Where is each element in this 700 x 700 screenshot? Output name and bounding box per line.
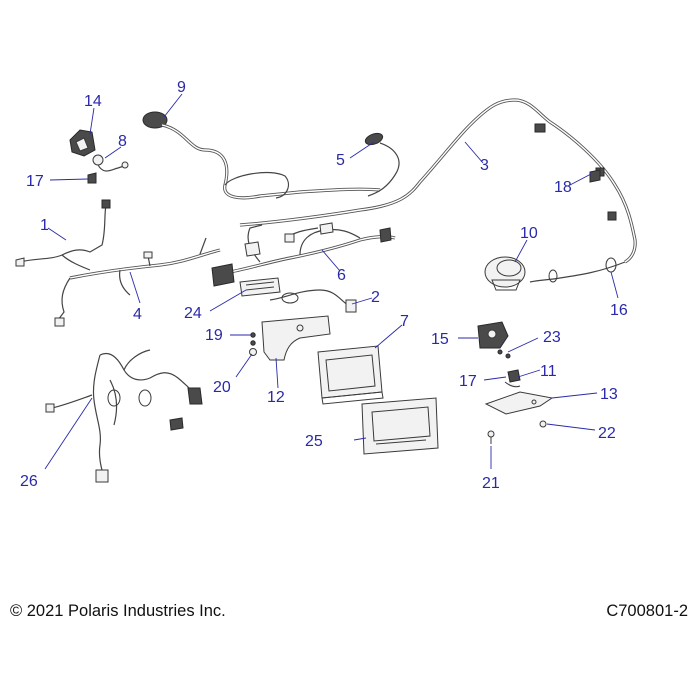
callout-15: 15 [431, 331, 449, 348]
callout-22: 22 [598, 425, 616, 442]
callout-21: 21 [482, 475, 500, 492]
part-22-washer [539, 420, 547, 428]
part-17-clip-left [87, 172, 97, 184]
part-18-clip [589, 169, 601, 183]
part-8-connector [92, 154, 129, 172]
callout-19: 19 [205, 327, 223, 344]
callout-10: 10 [520, 225, 538, 242]
part-25-display [361, 397, 439, 455]
part-15-housing [477, 321, 509, 349]
callout-11: 11 [540, 363, 557, 380]
callout-5: 5 [336, 152, 345, 169]
part-2-harness [269, 289, 357, 313]
callout-7: 7 [400, 313, 409, 330]
callout-17-right: 17 [459, 373, 477, 390]
callout-4: 4 [133, 306, 142, 323]
copyright-text: © 2021 Polaris Industries Inc. [10, 602, 226, 620]
callout-24: 24 [184, 305, 202, 322]
leader-lines [44, 93, 619, 470]
part-10-round-module [484, 256, 526, 291]
callout-2: 2 [371, 289, 380, 306]
part-9-antenna [142, 111, 381, 200]
part-14-camera-bracket [69, 129, 96, 157]
part-24-connector-block [239, 277, 281, 297]
callout-20: 20 [213, 379, 231, 396]
callout-9: 9 [177, 79, 186, 96]
part-12-bracket [261, 315, 331, 361]
callout-23: 23 [543, 329, 561, 346]
part-13-bracket [484, 391, 554, 415]
part-7-display [317, 345, 384, 405]
callout-13: 13 [600, 386, 618, 403]
part-19-screws [250, 332, 256, 346]
callout-16: 16 [610, 302, 628, 319]
callout-labels: 14 8 17 1 9 5 3 18 10 16 4 6 2 24 19 20 … [20, 79, 628, 492]
callout-1: 1 [40, 217, 49, 234]
part-21-screw [487, 430, 495, 444]
callout-26: 26 [20, 473, 38, 490]
callout-6: 6 [337, 267, 346, 284]
callout-3: 3 [480, 157, 489, 174]
part-6-main-harness [211, 222, 396, 287]
part-20-nuts [249, 348, 257, 356]
drawing-id: C700801-2 [606, 602, 688, 620]
callout-25: 25 [305, 433, 323, 450]
callout-18: 18 [554, 179, 572, 196]
part-1-harness [15, 199, 111, 271]
part-23-screws [497, 349, 511, 359]
part-11-connector [504, 369, 521, 388]
part-26-harness [45, 349, 203, 483]
part-4-harness [54, 237, 221, 327]
callout-8: 8 [118, 133, 127, 150]
callout-12: 12 [267, 389, 285, 406]
callout-17: 17 [26, 173, 44, 190]
callout-14: 14 [84, 93, 102, 110]
part-5-sensor [364, 132, 400, 197]
